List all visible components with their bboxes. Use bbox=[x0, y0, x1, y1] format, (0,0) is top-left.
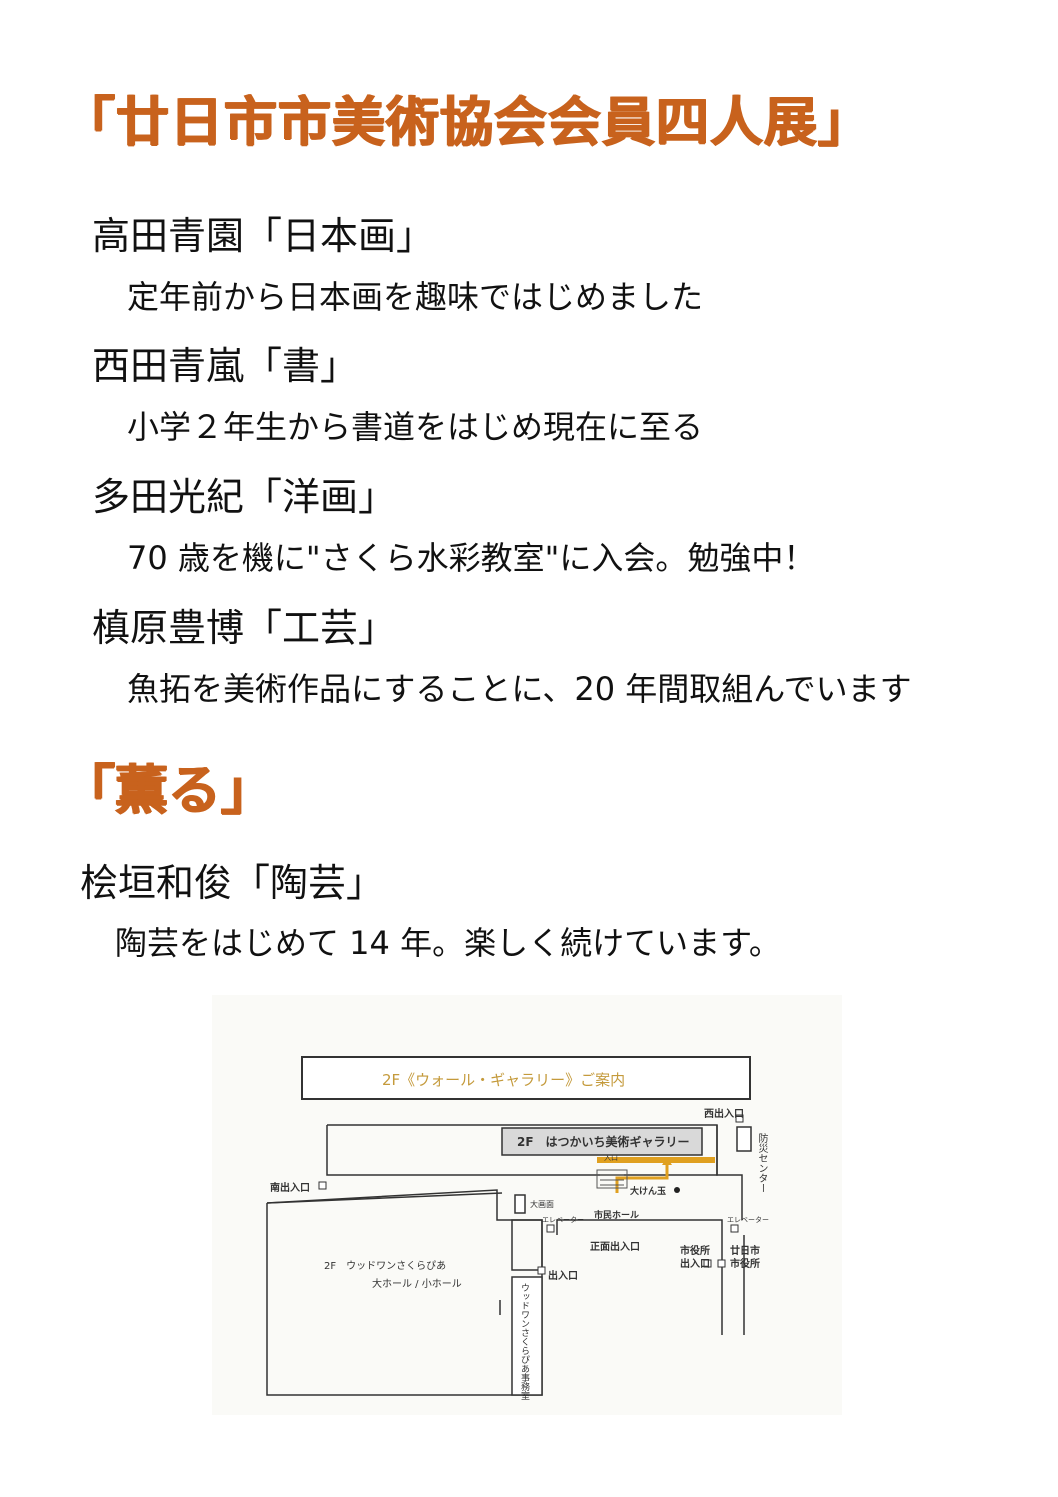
artist-desc-4: 魚拓を美術作品にすることに、20 年間取組んでいます bbox=[127, 670, 912, 708]
artist-desc-2: 小学２年生から書道をはじめ現在に至る bbox=[127, 408, 704, 446]
map-bousai-label: 防災センター bbox=[756, 1133, 767, 1193]
artist-desc-5: 陶芸をはじめて 14 年。楽しく続けています。 bbox=[115, 924, 781, 962]
map-front-exit-label: 正面出入口 bbox=[590, 1242, 640, 1253]
artist-name-2: 西田青嵐「書」 bbox=[92, 344, 359, 388]
map-big-screen-label: 大画面 bbox=[530, 1200, 554, 1209]
artist-desc-3: 70 歳を機に"さくら水彩教室"に入会。勉強中！ bbox=[127, 539, 816, 577]
map-south-exit-label: 南出入口 bbox=[270, 1183, 310, 1194]
map-title: 2F《ウォール・ギャラリー》ご案内 bbox=[382, 1071, 626, 1089]
section-title: 「薫る」 bbox=[62, 760, 274, 821]
map-exit-label: 出入口 bbox=[548, 1271, 578, 1282]
map-elevator-left-label: エレベーター bbox=[542, 1216, 584, 1224]
map-city-hall-label: 廿日市市役所 bbox=[730, 1246, 760, 1270]
artist-name-4: 槙原豊博「工芸」 bbox=[92, 606, 397, 650]
map-kendama-label: 大けん玉 bbox=[630, 1187, 667, 1197]
map-elevator-right-label: エレベーター bbox=[727, 1216, 769, 1224]
artist-name-1: 高田青園「日本画」 bbox=[92, 214, 435, 258]
artist-desc-1: 定年前から日本画を趣味ではじめました bbox=[127, 278, 704, 316]
map-civic-hall-label: 市民ホール bbox=[594, 1211, 640, 1221]
floor-map: 2F《ウォール・ギャラリー》ご案内 2F はつかいち美術ギャラリー 入口 西出入… bbox=[212, 995, 842, 1415]
page-title: 「廿日市市美術協会会員四人展」 bbox=[62, 92, 872, 153]
map-office-label: ウッドワンさくらぴあ事務室 bbox=[519, 1283, 529, 1400]
map-city-hall-exit-label: 市役所出入口 bbox=[680, 1246, 710, 1270]
map-west-exit-label: 西出入口 bbox=[704, 1109, 744, 1120]
map-entrance-label: 入口 bbox=[604, 1154, 618, 1162]
artist-name-3: 多田光紀「洋画」 bbox=[92, 475, 397, 519]
map-woodone-label: 2F ウッドワンさくらぴあ bbox=[324, 1261, 447, 1272]
map-halls-label: 大ホール / 小ホール bbox=[372, 1279, 462, 1290]
floor-map-drawing bbox=[266, 1056, 752, 1396]
map-gallery-label: 2F はつかいち美術ギャラリー bbox=[517, 1135, 690, 1149]
artist-name-5: 桧垣和俊「陶芸」 bbox=[80, 861, 385, 905]
